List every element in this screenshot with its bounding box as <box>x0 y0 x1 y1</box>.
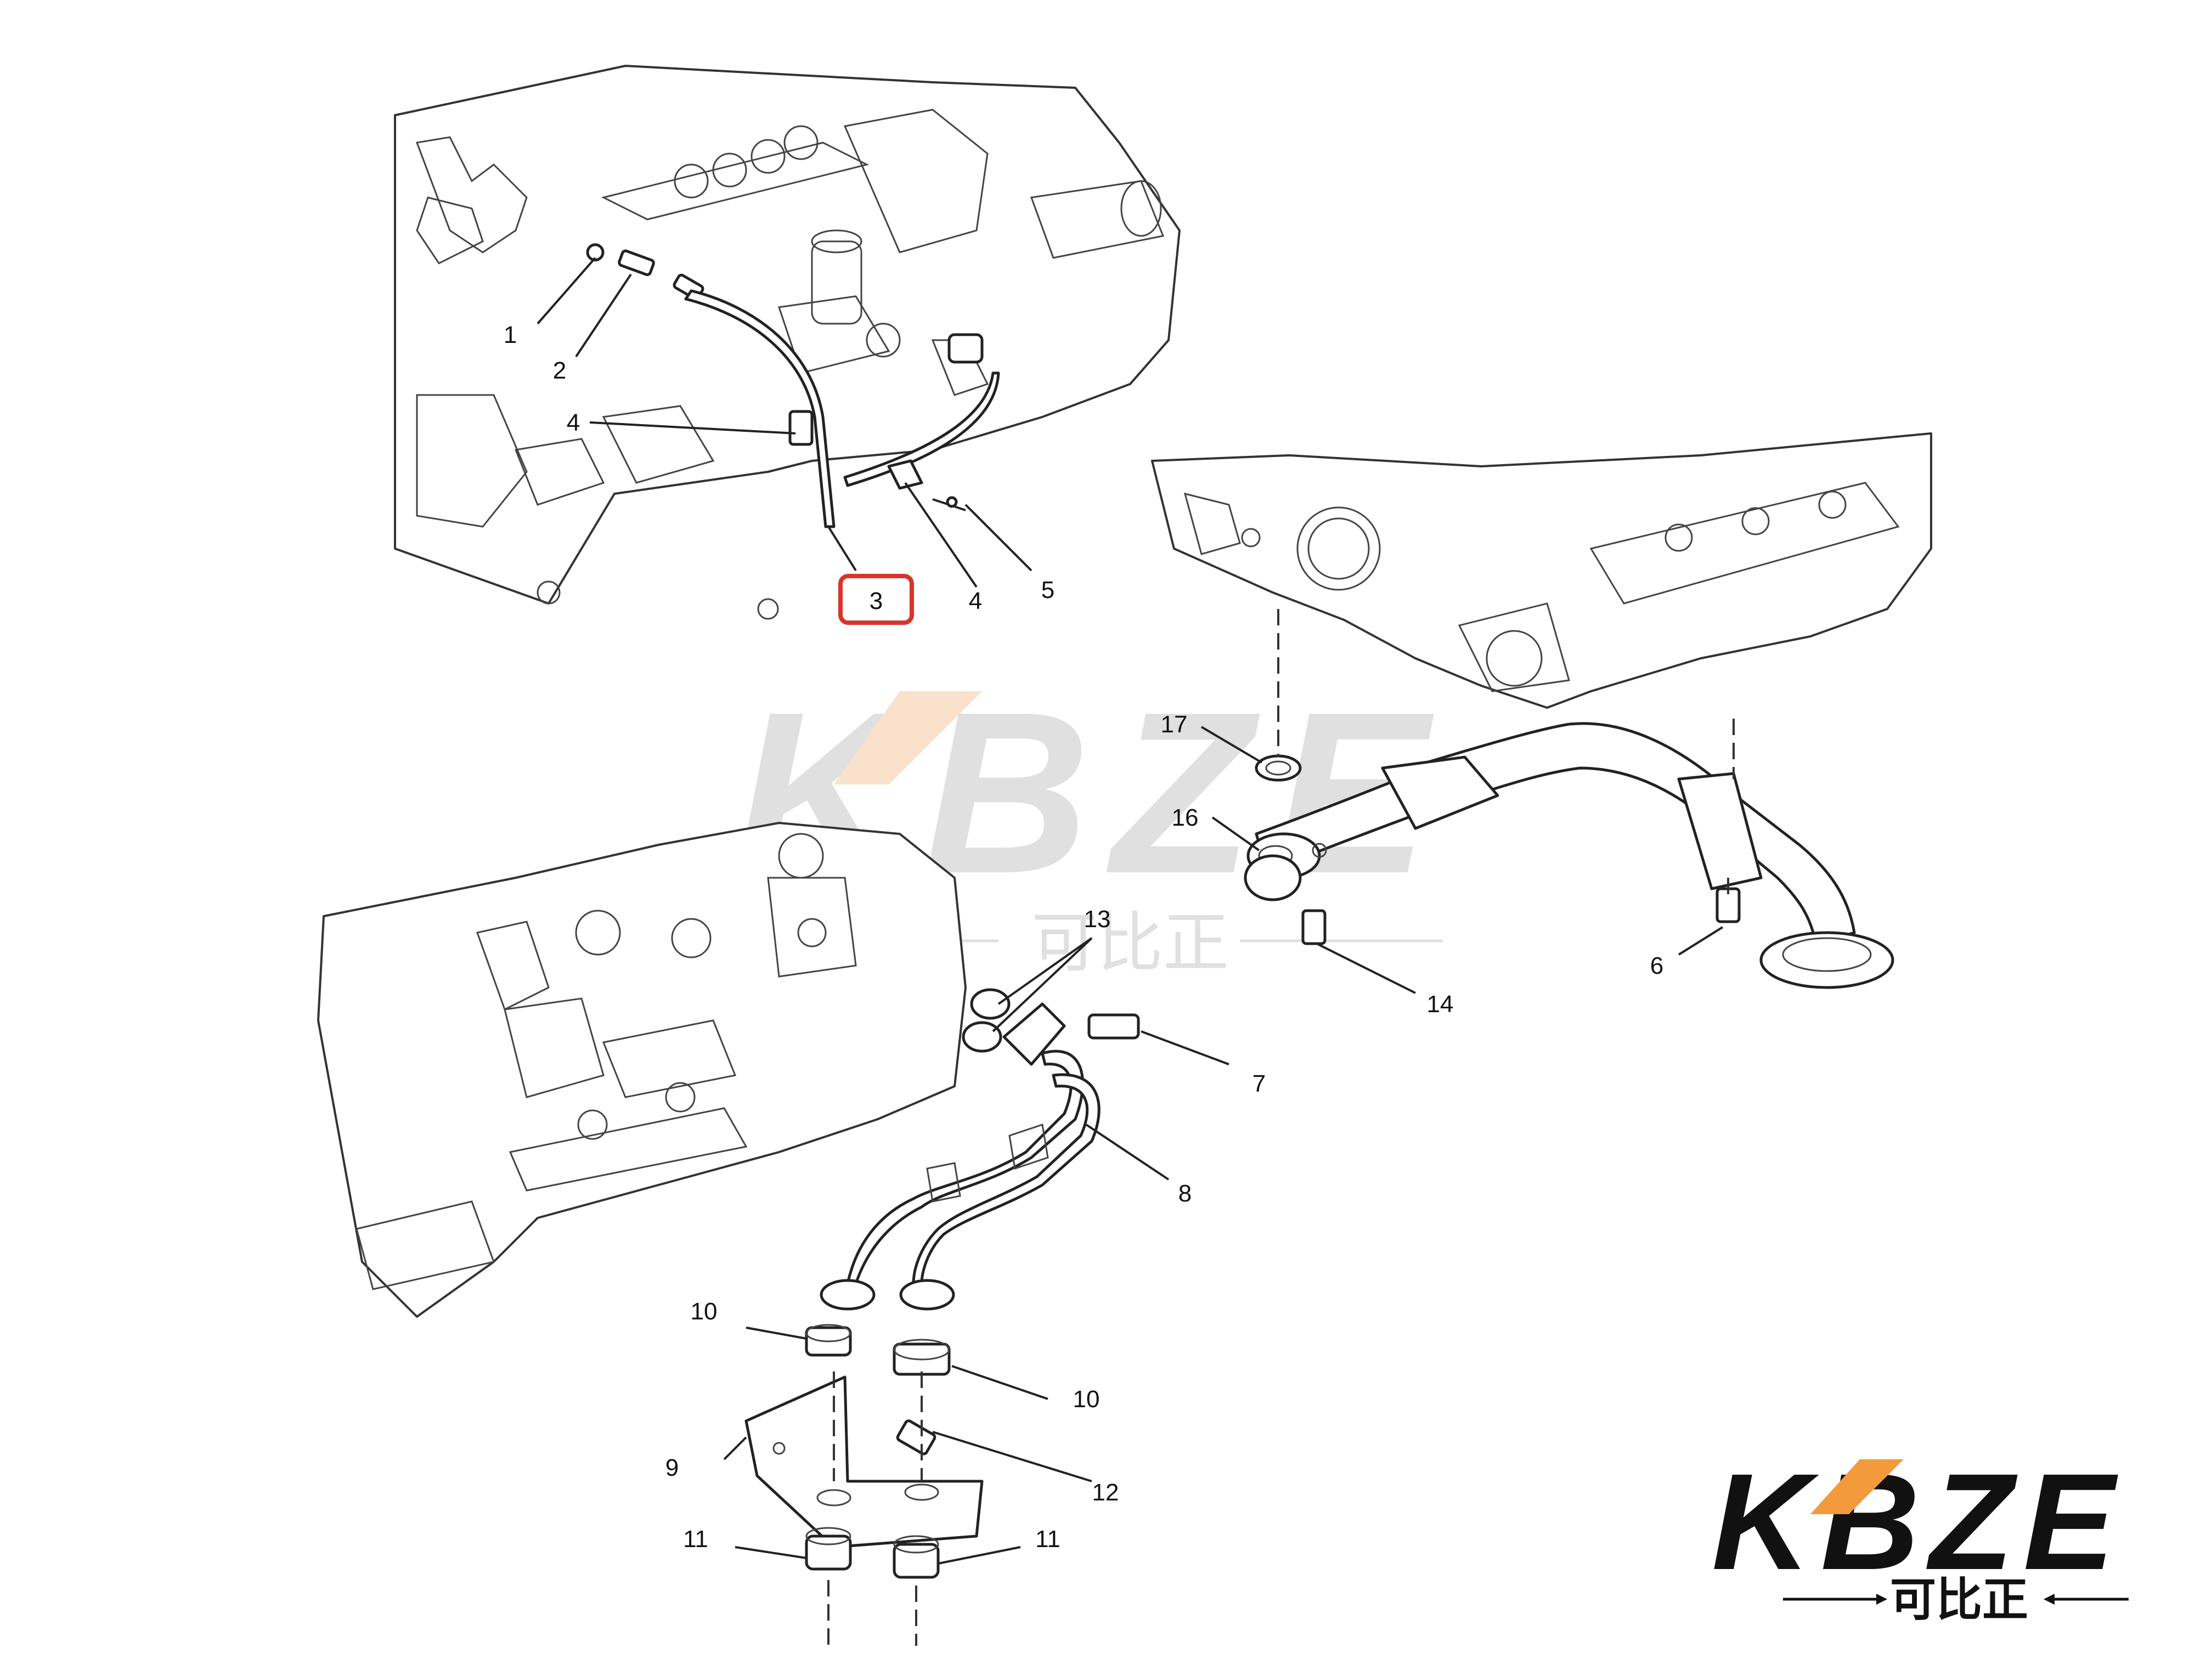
callout-17: 17 <box>1161 711 1188 738</box>
logo-brand-text: KBZE <box>1712 1445 2125 1598</box>
callout-2: 2 <box>553 357 566 384</box>
highlight-box-callout-3 <box>838 574 914 625</box>
callout-9: 9 <box>665 1454 679 1481</box>
callout-10-right: 10 <box>1073 1386 1100 1413</box>
oil-strainer-pipe <box>1244 609 1894 989</box>
callout-7: 7 <box>1252 1070 1266 1097</box>
brand-logo: KBZE 可比正 <box>1712 1445 2129 1627</box>
cooler-pipe-assembly <box>744 988 1140 1646</box>
callout-14: 14 <box>1427 991 1454 1018</box>
callout-13: 13 <box>1084 906 1111 933</box>
callout-11-left: 11 <box>683 1526 708 1553</box>
logo-left-arrow <box>1876 1594 1887 1605</box>
callout-6: 6 <box>1650 952 1663 979</box>
engine-lower-view <box>317 822 967 1318</box>
callout-1: 1 <box>504 321 517 348</box>
right-leader-lines <box>1200 726 1724 994</box>
lower-leader-lines <box>723 937 1229 1565</box>
engine-top-view <box>394 65 1181 620</box>
callout-10-left: 10 <box>691 1298 718 1325</box>
engine-right-view <box>1151 432 1932 709</box>
sensor-pipe-assembly <box>586 243 1000 528</box>
callout-labels: 1 2 4 3 4 5 17 16 14 6 13 7 8 10 10 9 12… <box>504 321 1663 1553</box>
callout-8: 8 <box>1178 1180 1192 1207</box>
callout-5: 5 <box>1041 577 1054 603</box>
callout-12: 12 <box>1092 1479 1119 1506</box>
watermark-accent-shape <box>834 691 982 785</box>
watermark-sub-text: 可比正 <box>1031 905 1229 981</box>
logo-right-arrow <box>2044 1594 2055 1605</box>
top-leader-lines <box>537 257 1032 588</box>
callout-4-upper: 4 <box>567 409 580 436</box>
callout-4-lower: 4 <box>969 588 982 614</box>
logo-accent-shape <box>1810 1459 1904 1514</box>
logo-sub-text: 可比正 <box>1890 1573 2028 1627</box>
callout-11-right: 11 <box>1035 1526 1060 1553</box>
callout-16: 16 <box>1172 804 1199 831</box>
callout-3: 3 <box>870 588 883 614</box>
